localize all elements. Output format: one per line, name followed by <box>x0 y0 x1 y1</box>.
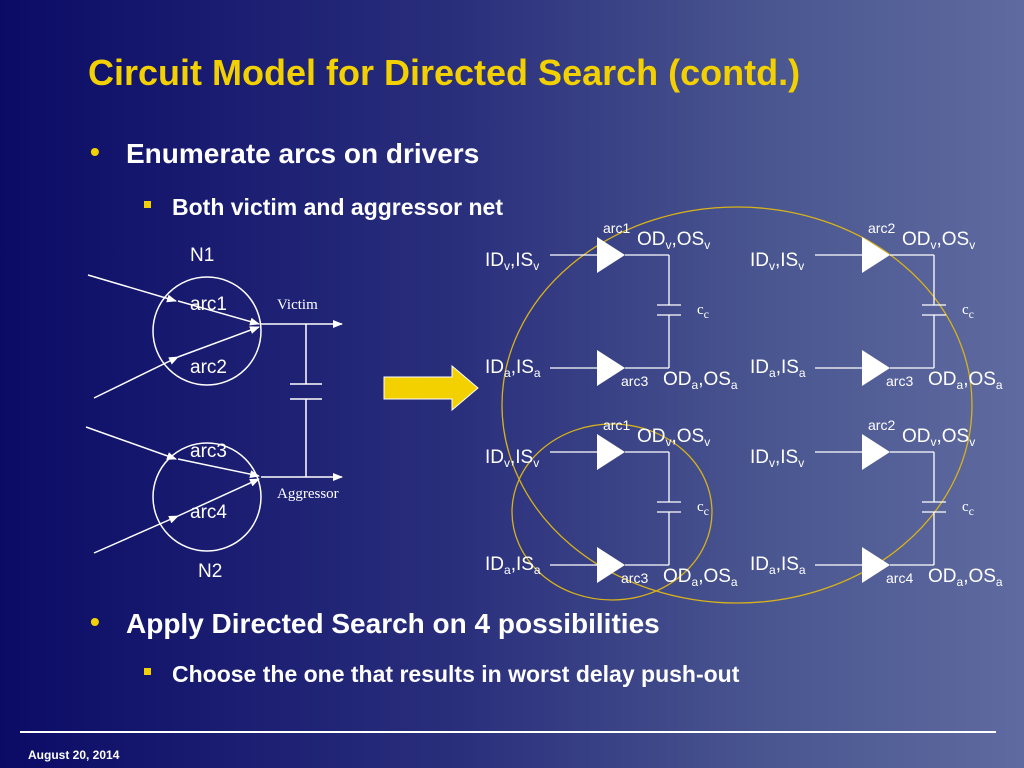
victim-output-label: ODv,OSv <box>637 229 710 252</box>
bullet-dot: • <box>90 136 100 167</box>
aggressor-label: Aggressor <box>277 486 339 502</box>
cap-label: cc <box>962 302 974 321</box>
top-arc-label: arc2 <box>868 417 895 433</box>
victim-label: Victim <box>277 297 318 313</box>
top-arc-label: arc1 <box>603 220 630 236</box>
arc-arrow <box>177 300 260 326</box>
victim-input-label: IDv,ISv <box>750 447 804 470</box>
arc1-label: arc1 <box>190 294 227 315</box>
aggressor-buffer <box>862 350 890 386</box>
aggressor-output-label: ODa,OSa <box>663 369 738 392</box>
bottom-arc-label: arc4 <box>886 570 913 586</box>
bottom-arc-label: arc3 <box>621 373 648 389</box>
bullet-dot: • <box>90 606 100 637</box>
aggressor-input-label: IDa,ISa <box>485 357 541 380</box>
bottom-arc-label: arc3 <box>621 570 648 586</box>
aggressor-buffer <box>862 547 890 583</box>
bullet-1-text: Enumerate arcs on drivers <box>126 138 480 169</box>
left-circuit: N1 arc1 arc2 arc3 arc4 N2 Victim Aggress… <box>85 245 343 582</box>
aggressor-output-label: ODa,OSa <box>928 369 1003 392</box>
victim-output-label: ODv,OSv <box>902 229 975 252</box>
input-arrow <box>85 426 177 460</box>
aggressor-input-label: IDa,ISa <box>750 554 806 577</box>
selected-case-ellipse <box>511 423 713 601</box>
input-arrow <box>93 356 179 399</box>
sub-bullet-1: Both victim and aggressor net <box>144 194 504 221</box>
sub-bullet-2-text: Choose the one that results in worst del… <box>172 661 740 687</box>
arc-arrow <box>177 326 260 358</box>
sub-bullet-1-text: Both victim and aggressor net <box>172 194 504 220</box>
cap-label: cc <box>962 499 974 518</box>
aggressor-output-label: ODa,OSa <box>663 566 738 589</box>
bullet-1: • Enumerate arcs on drivers <box>90 136 480 170</box>
arc-arrow <box>177 478 260 517</box>
arc-arrow <box>177 458 260 479</box>
aggressor-input-label: IDa,ISa <box>485 554 541 577</box>
top-arc-label: arc1 <box>603 417 630 433</box>
victim-output-label: ODv,OSv <box>902 426 975 449</box>
victim-buffer <box>862 237 890 273</box>
input-arrow <box>93 515 179 554</box>
aggressor-buffer <box>597 350 625 386</box>
bullet-2-text: Apply Directed Search on 4 possibilities <box>126 608 660 639</box>
aggressor-output-label: ODa,OSa <box>928 566 1003 589</box>
aggressor-buffer <box>597 547 625 583</box>
top-arc-label: arc2 <box>868 220 895 236</box>
victim-input-label: IDv,ISv <box>750 250 804 273</box>
arc2-label: arc2 <box>190 357 227 378</box>
driver-n2-circle <box>152 442 262 552</box>
arc4-label: arc4 <box>190 502 227 523</box>
enumeration-ellipse <box>501 206 973 604</box>
victim-input-label: IDv,ISv <box>485 447 539 470</box>
sub-bullet-2: Choose the one that results in worst del… <box>144 661 740 688</box>
victim-buffer <box>597 434 625 470</box>
input-arrow <box>87 274 177 303</box>
bottom-arc-label: arc3 <box>886 373 913 389</box>
driver-n1-circle <box>152 276 262 386</box>
victim-input-label: IDv,ISv <box>485 250 539 273</box>
page-title: Circuit Model for Directed Search (contd… <box>88 52 801 93</box>
n2-label: N2 <box>198 561 222 582</box>
bullet-2: • Apply Directed Search on 4 possibiliti… <box>90 606 660 640</box>
n1-label: N1 <box>190 245 214 266</box>
footer-date: August 20, 2014 <box>28 748 120 762</box>
footer-divider <box>20 731 996 733</box>
cap-label: cc <box>697 302 709 321</box>
cap-label: cc <box>697 499 709 518</box>
arc-combinations: IDv,ISvIDa,ISaODv,OSvODa,OSaccarc1arc3ID… <box>485 220 1003 589</box>
arc3-label: arc3 <box>190 441 227 462</box>
aggressor-input-label: IDa,ISa <box>750 357 806 380</box>
victim-output-label: ODv,OSv <box>637 426 710 449</box>
bullet-square <box>144 201 151 208</box>
victim-buffer <box>862 434 890 470</box>
bullet-square <box>144 668 151 675</box>
victim-buffer <box>597 237 625 273</box>
transform-arrow <box>383 364 479 412</box>
